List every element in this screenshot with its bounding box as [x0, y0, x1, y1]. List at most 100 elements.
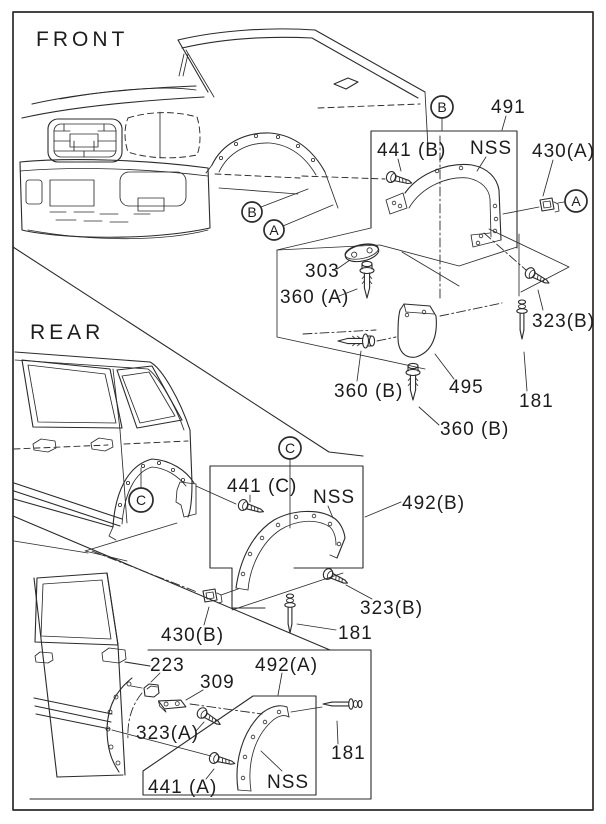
rear-beltline: [13, 440, 189, 450]
front-a-pillar: [177, 39, 209, 93]
leader-492b: [364, 501, 402, 518]
part-label-303: 303: [305, 261, 340, 282]
rear-fender-flare-part: [235, 510, 346, 591]
rear-window-1: [21, 359, 123, 429]
front-mirror: [333, 77, 359, 90]
front-b-pillar: [424, 91, 429, 149]
bottom-handle-2: [101, 647, 127, 664]
rear-quarter-panel: [175, 481, 197, 518]
rear-door-split: [112, 368, 128, 524]
leader-430a: [542, 159, 554, 197]
centerline-309: [189, 703, 263, 715]
front-beltline: [218, 187, 299, 195]
part-label-430b: 430(B): [161, 625, 224, 646]
rear-door-handle-1: [32, 438, 57, 453]
mounting-clip-icon-430b: [202, 588, 223, 604]
part-label-309: 309: [200, 672, 235, 693]
rivet-pin-icon-181-top: [516, 299, 528, 340]
part-label-360b-v: 360 (B): [440, 419, 509, 440]
front-wheel-arch-flare: [205, 132, 339, 209]
front-beltline-dash: [214, 173, 301, 179]
rear-inset-plane: [231, 572, 344, 611]
mounting-clip-icon-430a: [539, 197, 560, 213]
part-label-492b: 492(B): [402, 493, 465, 514]
bottom-door-window-inner: [40, 579, 112, 640]
rear-lower-line: [13, 540, 89, 554]
bottom-inner-box: [142, 695, 317, 796]
rear-flare-inset: C 441 (C) NSS 492(B) 323(B) 181 430(B): [91, 436, 465, 646]
screw-icon-441c: [236, 497, 266, 518]
leader-430b: [203, 606, 210, 626]
screw-icon-441b: [384, 169, 414, 189]
leader-nss-front: [476, 156, 487, 172]
centerline-323b-top: [483, 232, 527, 271]
rear-window-1-inner: [27, 364, 117, 424]
bottom-door-window: [34, 572, 119, 646]
callout-c-letter: C: [285, 440, 295, 456]
diagram-border: [12, 11, 594, 811]
stud-clip-icon-360b-v: [405, 362, 421, 401]
bottom-fender-flare-part: [236, 705, 290, 792]
divider-front-rear: [12, 246, 364, 457]
part-label-491: 491: [491, 97, 526, 118]
rear-window-2-inner: [121, 371, 176, 424]
callout-a-car-letter: A: [269, 222, 279, 238]
bottom-vehicle: [33, 572, 151, 778]
part-label-nss-front: NSS: [470, 138, 512, 159]
part-label-323a: 323(A): [136, 723, 199, 744]
front-roofline-inner: [181, 36, 419, 99]
front-flare-inset: B 491 NSS 441 (B) 430(A) A: [276, 95, 595, 370]
leader-nss-bottom: [260, 750, 283, 772]
rear-door-handle-2: [90, 437, 114, 452]
centerline-430b: [91, 550, 198, 593]
grommet-plate-icon-303: [344, 243, 380, 263]
callout-c-car-letter: C: [136, 492, 146, 508]
centerline-495-left: [302, 329, 377, 335]
part-label-nss-bottom: NSS: [267, 772, 309, 793]
callout-b-letter: B: [437, 99, 446, 115]
rear-side-moldings: [13, 482, 123, 528]
rivet-pin-icon-181-bottom: [322, 698, 363, 710]
leader-hole-441a: [111, 729, 212, 757]
leader-flare-clip: [502, 206, 540, 215]
bottom-side-moldings: [33, 697, 113, 730]
rear-wheel-arch-flare: [108, 458, 195, 541]
part-label-nss-mid: NSS: [313, 487, 355, 508]
front-plane-left: [276, 227, 426, 370]
callout-b-car-letter: B: [247, 204, 256, 220]
front-antenna: [178, 53, 189, 77]
part-label-430a: 430(A): [532, 141, 595, 162]
front-door-window-line: [317, 103, 421, 109]
front-inset-box: [370, 130, 518, 249]
leader-hole-223: [130, 685, 143, 689]
callout-circle-b-car: [241, 201, 263, 223]
front-vehicle: FRONT: [19, 28, 429, 240]
part-label-323b-mid: 323(B): [360, 598, 423, 619]
leader-323b-mid: [345, 584, 373, 600]
part-label-441a: 441 (A): [148, 777, 217, 798]
centerline-495-right: [439, 302, 503, 317]
leader-nss-mid: [327, 505, 334, 519]
leader-b-car: [260, 188, 309, 208]
front-car-callouts: B A: [241, 188, 334, 241]
bottom-handle-1: [34, 651, 54, 664]
bottom-quarter-panel: [105, 661, 151, 773]
front-hood-edge: [31, 85, 197, 105]
bracket-icon-309: [157, 699, 187, 713]
front-fender-flare-part: [385, 163, 502, 248]
rear-inset-box: [209, 465, 364, 609]
front-a-pillar-inner: [185, 49, 215, 98]
centerline-360b-h: [376, 336, 397, 342]
leader-223: [150, 672, 161, 683]
leader-495: [434, 353, 455, 380]
part-label-360a: 360 (A): [280, 287, 349, 308]
front-grille: [47, 118, 123, 163]
divider-rear-bottom: [12, 515, 331, 651]
leader-323a: [195, 721, 205, 732]
part-label-495: 495: [449, 377, 484, 398]
part-label-492a: 492(A): [255, 655, 318, 676]
leader-clip-a: [557, 201, 565, 204]
rivet-pin-icon-181-mid: [284, 593, 296, 634]
leader-181-mid: [296, 623, 337, 631]
